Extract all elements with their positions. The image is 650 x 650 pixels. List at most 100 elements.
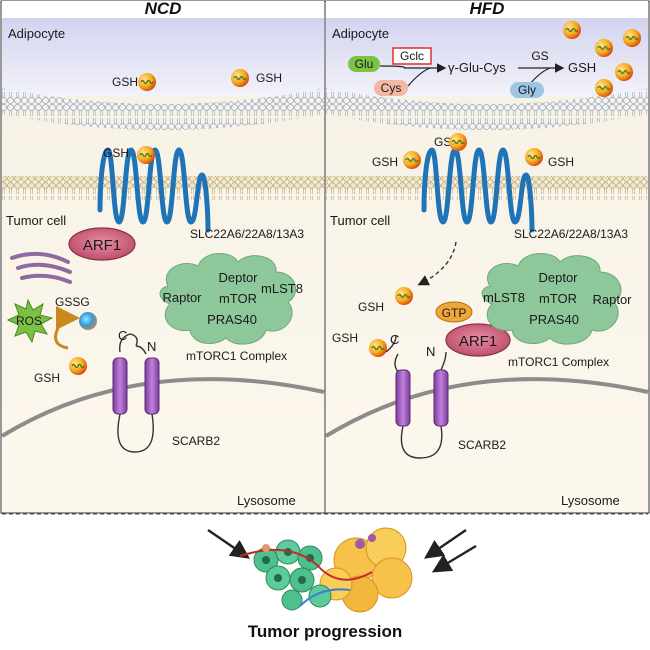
hfd-cys-label: Cys [381,81,402,95]
hfd-mtorc1-complex-label: mTORC1 Complex [508,355,609,369]
ncd-gsh-bottom-label: GSH [34,371,60,385]
gclc-reaction-arrow [379,63,447,73]
gsh-molecule-icon [68,356,88,376]
gsh-import-arrow [417,241,457,286]
ncd-title: NCD [145,0,182,18]
gsh-molecule-icon [524,147,544,167]
ncd-c-terminus-label: C [118,328,127,343]
hfd-c-terminus-label: C [390,332,399,347]
gsh-molecule-icon [594,78,614,98]
hfd-adipocyte-membrane [326,88,648,130]
ncd-gsh-label-b: GSH [256,71,282,85]
gsh-molecule-icon [137,72,157,92]
oxidation-arrow [54,306,80,350]
ncd-n-terminus-label: N [147,339,156,354]
gsh-molecule-icon [562,20,582,40]
ncd-panel: NCD Adipocyte GSH GSH GSH Tumor cell SLC… [0,0,325,512]
ncd-transporter-label: SLC22A6/22A8/13A3 [190,227,304,241]
scarb2-helix-icon [112,357,128,415]
scarb2-luminal-loop [117,413,154,453]
glu-pill [348,56,380,72]
ncd-gssg-label: GSSG [55,295,90,309]
mtorc1-complex-icon [159,253,297,345]
ncd-deptor-label: Deptor [218,270,258,285]
hfd-gsh-right-label: GSH [548,155,574,169]
hfd-tumor-cell-label: Tumor cell [330,213,390,228]
gly-pill [510,82,544,98]
gsh-molecule-icon [136,145,156,165]
scarb2-helix-icon [395,369,411,427]
gtp-icon [435,301,473,323]
scarb2-c-terminus [119,333,138,353]
gsh-molecule-icon [448,132,468,152]
hfd-gsh-product-label: GSH [568,60,596,75]
gsh-molecule-icon [594,38,614,58]
ncd-adipocyte-region [2,18,324,96]
ncd-ros-label: ROS [16,314,42,328]
hfd-title: HFD [470,0,505,18]
ncd-lysosome-label: Lysosome [237,493,296,508]
hfd-scarb2-label: SCARB2 [458,438,506,452]
gsh-molecule-icon [394,286,414,306]
arf1-protein-icon [445,323,511,357]
ncd-outcome-arrow [207,529,250,559]
hfd-n-terminus-label: N [426,344,435,359]
hfd-gsh-left-label: GSH [372,155,398,169]
scarb2-c-terminus [385,335,397,353]
ncd-pras40-label: PRAS40 [207,312,257,327]
gssg-molecule-icon [79,312,97,330]
ros-burst-icon [6,298,54,344]
hfd-gly-label: Gly [518,83,536,97]
arf1-protein-icon [68,227,136,261]
hfd-glu-label: Glu [355,57,374,71]
hfd-lysosome-membrane [324,377,649,438]
hfd-lysosome-label: Lysosome [561,493,620,508]
hfd-adipocyte-label: Adipocyte [332,26,389,41]
gsh-molecule-icon [368,338,388,358]
hfd-outcome-arrow-1 [424,529,467,559]
hfd-panel: HFD Adipocyte Glu Cys Gclc γ-Glu-Cys GS … [324,0,649,512]
ncd-adipocyte-membrane [2,88,324,130]
hfd-arf1-label: ARF1 [459,333,497,350]
scarb2-helix-icon [144,357,160,415]
gsh-molecule-icon [402,150,422,170]
hfd-gtp-label: GTP [442,306,467,320]
golgi-icon [10,251,72,284]
hfd-transporter-label: SLC22A6/22A8/13A3 [514,227,628,241]
hfd-gclc-label: Gclc [400,49,424,63]
slc-transporter-icon [97,147,211,233]
gsh-molecule-icon [230,68,250,88]
hfd-gs-label: GS [531,49,548,63]
hfd-gamma-glu-cys-label: γ-Glu-Cys [448,60,506,75]
ncd-mlst8-label: mLST8 [261,281,303,296]
tumor-outcome: Tumor progression [207,527,477,641]
gsh-molecule-icon [622,28,642,48]
outcome-label: Tumor progression [248,622,403,641]
gsh-molecule-icon [614,62,634,82]
ncd-tumor-cell-label: Tumor cell [6,213,66,228]
ncd-raptor-label: Raptor [162,290,202,305]
hfd-raptor-label: Raptor [592,292,632,307]
scarb2-luminal-loop [400,425,443,459]
mtorc1-complex-icon [481,253,622,345]
hfd-outcome-arrow-2 [431,544,477,573]
gclc-enzyme-box [392,47,432,65]
ncd-scarb2-label: SCARB2 [172,434,220,448]
ncd-gsh-transporter-label: GSH [103,146,129,160]
cys-pill [374,80,408,96]
hfd-deptor-label: Deptor [538,270,578,285]
ncd-mtor-label: mTOR [219,291,257,306]
hfd-gsh-scarb-label: GSH [332,331,358,345]
slc-transporter-icon [421,147,535,233]
ncd-gsh-label-a: GSH [112,75,138,89]
hfd-mlst8-label: mLST8 [483,290,525,305]
hfd-mtor-label: mTOR [539,291,577,306]
ncd-adipocyte-label: Adipocyte [8,26,65,41]
hfd-pras40-label: PRAS40 [529,312,579,327]
scarb2-helix-icon [433,369,449,427]
ncd-mtorc1-complex-label: mTORC1 Complex [186,349,287,363]
tumor-cluster-icon [239,527,413,613]
ncd-arf1-label: ARF1 [83,237,121,254]
hfd-gsh-cyto-label: GSH [358,300,384,314]
